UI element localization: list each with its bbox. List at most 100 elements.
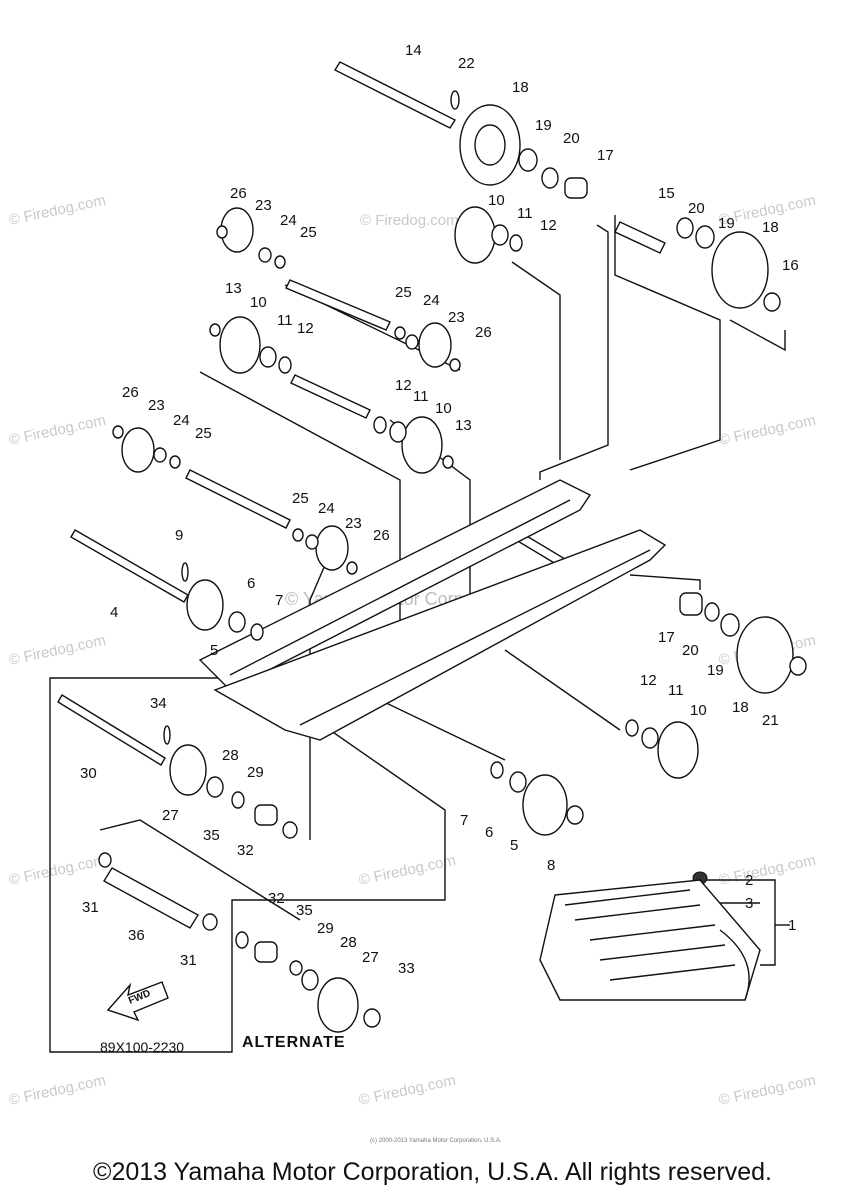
callout-label: 11 xyxy=(277,312,293,329)
wheel-23-c xyxy=(121,427,155,473)
bearing-19 xyxy=(518,148,538,172)
callout-label: 22 xyxy=(458,55,475,72)
callout-label: 18 xyxy=(512,79,529,96)
callout-label: 31 xyxy=(180,952,197,969)
callout-label: 26 xyxy=(122,384,139,401)
shaft-30 xyxy=(57,694,166,766)
watermark-firedog: © Firedog.com xyxy=(7,852,107,889)
nut-21 xyxy=(789,656,807,676)
wheel-18-right xyxy=(711,231,769,309)
pin-22 xyxy=(450,90,460,110)
callout-label: 17 xyxy=(597,147,614,164)
callout-label: 28 xyxy=(222,747,239,764)
callout-label: 24 xyxy=(318,500,335,517)
callout-label: 5 xyxy=(510,837,518,854)
wheel-10-a xyxy=(219,316,261,374)
callout-label: 4 xyxy=(110,604,118,621)
watermark-firedog: © Firedog.com xyxy=(357,852,457,889)
wheel-23-d xyxy=(315,525,349,571)
callout-label: 15 xyxy=(658,185,675,202)
watermark-firedog: © Firedog.com xyxy=(717,852,817,889)
callout-label: 25 xyxy=(300,224,317,241)
shaft-upper xyxy=(285,279,391,331)
callout-label: 11 xyxy=(413,388,429,405)
callout-label: 26 xyxy=(475,324,492,341)
shaft-lower xyxy=(185,469,291,529)
callout-label: 19 xyxy=(718,215,735,232)
callout-label: 10 xyxy=(250,294,267,311)
slide-rails xyxy=(198,479,667,741)
callout-label: 5 xyxy=(210,642,218,659)
callout-label: 6 xyxy=(247,575,255,592)
callout-label: 12 xyxy=(297,320,314,337)
callout-label: 12 xyxy=(395,377,412,394)
callout-label: 7 xyxy=(460,812,468,829)
wheel-10-top xyxy=(454,206,496,264)
wheel-18-lower xyxy=(736,616,794,694)
callout-label: 6 xyxy=(485,824,493,841)
watermark-firedog: © Firedog.com xyxy=(7,1072,107,1109)
nut-8 xyxy=(566,805,584,825)
callout-label: 21 xyxy=(762,712,779,729)
callout-label: 3 xyxy=(745,895,753,912)
watermark-firedog: © Firedog.com xyxy=(360,212,459,229)
callout-label: 27 xyxy=(362,949,379,966)
callout-label: 34 xyxy=(150,695,167,712)
callout-label: 12 xyxy=(540,217,557,234)
callout-label: 24 xyxy=(280,212,297,229)
callout-label: 13 xyxy=(455,417,472,434)
pin-34 xyxy=(163,725,171,745)
wheel-23-b xyxy=(418,322,452,368)
callout-label: 20 xyxy=(688,200,705,217)
shaft-4 xyxy=(70,529,189,603)
diagram-code: 89X100-2230 xyxy=(100,1039,184,1055)
shaft-middle xyxy=(290,374,371,419)
nut-16 xyxy=(763,292,781,312)
callout-label: 32 xyxy=(237,842,254,859)
shaft-36 xyxy=(103,867,199,929)
callout-label: 10 xyxy=(435,400,452,417)
wheel-27-b xyxy=(317,977,359,1033)
callout-label: 18 xyxy=(732,699,749,716)
callout-label: 31 xyxy=(82,899,99,916)
callout-label: 20 xyxy=(682,642,699,659)
callout-label: 1 xyxy=(788,917,796,934)
callout-label: 19 xyxy=(535,117,552,134)
watermark-firedog: © Firedog.com xyxy=(7,192,107,229)
callout-label: 12 xyxy=(640,672,657,689)
callout-label: 36 xyxy=(128,927,145,944)
footer-small: (c) 2000-2013 Yamaha Motor Corporation, … xyxy=(370,1138,502,1144)
callout-label: 28 xyxy=(340,934,357,951)
callout-label: 23 xyxy=(255,197,272,214)
callout-label: 19 xyxy=(707,662,724,679)
callout-label: 14 xyxy=(405,42,422,59)
callout-label: 29 xyxy=(317,920,334,937)
callout-label: 26 xyxy=(373,527,390,544)
callout-label: 25 xyxy=(195,425,212,442)
fwd-arrow: FWD xyxy=(106,981,169,1022)
callout-label: 11 xyxy=(517,205,533,222)
wheel-10-lower xyxy=(657,721,699,779)
circlip-20 xyxy=(541,167,559,189)
callout-label: 23 xyxy=(148,397,165,414)
callout-label: 8 xyxy=(547,857,555,874)
rail-lower xyxy=(213,529,667,741)
callout-label: 30 xyxy=(80,765,97,782)
callout-label: 25 xyxy=(292,490,309,507)
watermark-firedog: © Firedog.com xyxy=(7,632,107,669)
wheels xyxy=(121,104,794,1033)
callout-label: 29 xyxy=(247,764,264,781)
callout-label: 2 xyxy=(745,872,753,889)
watermark-firedog: © Firedog.com xyxy=(7,412,107,449)
collar-15 xyxy=(614,221,666,254)
callout-label: 10 xyxy=(488,192,505,209)
callout-label: 7 xyxy=(275,592,283,609)
small-parts xyxy=(98,90,807,1028)
callout-label: 25 xyxy=(395,284,412,301)
callout-label: 32 xyxy=(268,890,285,907)
callout-label: 35 xyxy=(203,827,220,844)
callout-label: 20 xyxy=(563,130,580,147)
callout-label: 13 xyxy=(225,280,242,297)
callout-label: 16 xyxy=(782,257,799,274)
